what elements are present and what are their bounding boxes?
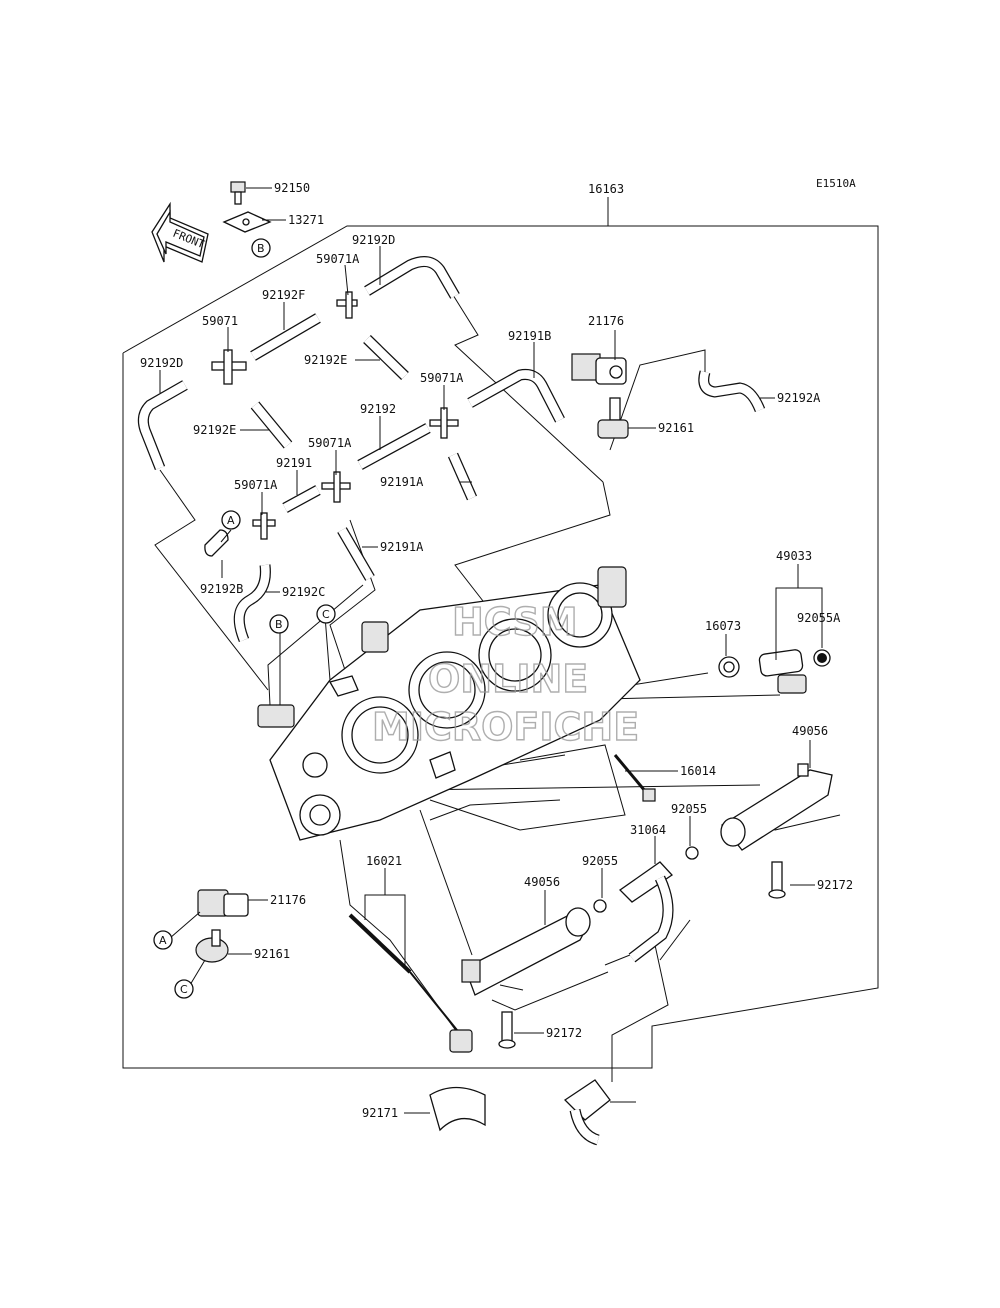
tee-59071A-top xyxy=(336,291,358,319)
part-label-92055-left: 92055 xyxy=(582,854,618,868)
watermark-line-2: ONLINE xyxy=(428,657,588,701)
part-label-92191: 92191 xyxy=(276,456,312,470)
part-label-49056-right: 49056 xyxy=(792,724,828,738)
cable-16021 xyxy=(348,913,473,1053)
tee-59071 xyxy=(211,349,247,385)
marker-a-mid-text: A xyxy=(227,514,235,527)
part-label-59071A-mid: 59071A xyxy=(420,371,464,385)
fitting-92161-low xyxy=(195,929,229,963)
injector-49033 xyxy=(758,649,807,694)
part-label-59071A-low: 59071A xyxy=(308,436,352,450)
hose-92192 xyxy=(357,423,431,470)
hose-92192D-left xyxy=(137,380,188,471)
part-label-21176-low: 21176 xyxy=(270,893,306,907)
marker-a-low-text: A xyxy=(159,934,167,947)
hose-92192C xyxy=(233,564,271,643)
part-label-92172-low: 92172 xyxy=(546,1026,582,1040)
part-label-31064: 31064 xyxy=(630,823,666,837)
part-label-92192: 92192 xyxy=(360,402,396,416)
hose-92191 xyxy=(282,485,321,513)
label-leaders xyxy=(159,187,823,1114)
part-label-59071A-left: 59071A xyxy=(234,478,278,492)
part-label-49056-left: 49056 xyxy=(524,875,560,889)
seal-16073 xyxy=(718,656,740,678)
tee-59071A-left xyxy=(252,512,276,540)
hose-92192A xyxy=(698,370,766,413)
oring-92055-right xyxy=(685,846,699,860)
watermark-line-3: MICROFICHE xyxy=(372,705,639,749)
part-label-92192E-left: 92192E xyxy=(193,423,236,437)
hose-92192E-left xyxy=(250,401,293,449)
part-label-92055-right: 92055 xyxy=(671,802,707,816)
part-label-16021: 16021 xyxy=(366,854,402,868)
part-label-92150: 92150 xyxy=(274,181,310,195)
watermark-line-1: HCSM xyxy=(452,600,578,644)
fuel-pump-connector xyxy=(563,1079,611,1146)
part-label-92192F: 92192F xyxy=(262,288,305,302)
bolt-92172-right xyxy=(768,861,786,899)
part-label-49033: 49033 xyxy=(776,549,812,563)
sensor-21176-low xyxy=(197,889,249,917)
throttle-body-assembly xyxy=(257,566,641,841)
part-label-92192B: 92192B xyxy=(200,582,243,596)
clamp-92171 xyxy=(429,1086,486,1132)
part-label-92161-top: 92161 xyxy=(658,421,694,435)
part-label-92191A-mid: 92191A xyxy=(380,475,424,489)
part-label-92172-right: 92172 xyxy=(817,878,853,892)
part-label-92192D-top: 92192D xyxy=(352,233,395,247)
watermark: HCSM ONLINE MICROFICHE xyxy=(371,599,640,749)
assembly-outline xyxy=(122,225,879,1069)
fitting-92161-top xyxy=(597,397,629,439)
part-label-16014: 16014 xyxy=(680,764,716,778)
front-arrow-icon: FRONT xyxy=(151,201,209,263)
cap-92192B xyxy=(204,529,229,557)
tee-59071A-low xyxy=(321,471,351,503)
hose-92192E-mid xyxy=(363,335,409,380)
marker-b-top: B xyxy=(251,238,271,258)
marker-b-mid-text: B xyxy=(275,618,283,631)
hose-92191A-mid xyxy=(447,452,478,501)
marker-c-low-text: C xyxy=(180,983,188,996)
fuel-rail-49056-right xyxy=(720,763,833,851)
diagram-code: E1510A xyxy=(816,177,856,190)
part-label-92191B: 92191B xyxy=(508,329,551,343)
marker-a-mid: A xyxy=(221,510,241,530)
oring-92055A xyxy=(813,649,831,667)
part-label-92192C: 92192C xyxy=(282,585,325,599)
part-label-92161-low: 92161 xyxy=(254,947,290,961)
part-label-16163: 16163 xyxy=(588,182,624,196)
marker-c-low: C xyxy=(174,979,194,999)
marker-c-mid: C xyxy=(316,604,336,624)
part-label-16073: 16073 xyxy=(705,619,741,633)
part-label-92191A-low: 92191A xyxy=(380,540,424,554)
part-label-21176-top: 21176 xyxy=(588,314,624,328)
hose-92192D-top xyxy=(364,255,460,299)
bracket-13271 xyxy=(222,211,272,233)
fuel-rail-49056-left xyxy=(461,907,591,996)
fuel-joint-31064 xyxy=(618,861,674,963)
bolt-92150 xyxy=(230,181,246,205)
oring-92055-left xyxy=(593,899,607,913)
screw-16014 xyxy=(613,754,656,802)
part-label-92171: 92171 xyxy=(362,1106,398,1120)
bolt-92172-low xyxy=(498,1011,516,1049)
sensor-21176-top xyxy=(571,353,627,385)
part-label-92192A: 92192A xyxy=(777,391,821,405)
marker-c-mid-text: C xyxy=(322,608,330,621)
hose-92192F xyxy=(250,313,321,361)
marker-a-low: A xyxy=(153,930,173,950)
part-label-59071: 59071 xyxy=(202,314,238,328)
marker-b-top-text: B xyxy=(257,242,265,255)
marker-b-mid: B xyxy=(269,614,289,634)
part-label-59071A-top: 59071A xyxy=(316,252,360,266)
part-label-92055A: 92055A xyxy=(797,611,841,625)
part-label-92192E-mid: 92192E xyxy=(304,353,347,367)
part-label-92192D-left: 92192D xyxy=(140,356,183,370)
part-label-13271: 13271 xyxy=(288,213,324,227)
hose-92191A-low xyxy=(337,527,375,581)
tee-59071A-mid xyxy=(429,407,459,439)
hose-92191B xyxy=(467,369,565,423)
